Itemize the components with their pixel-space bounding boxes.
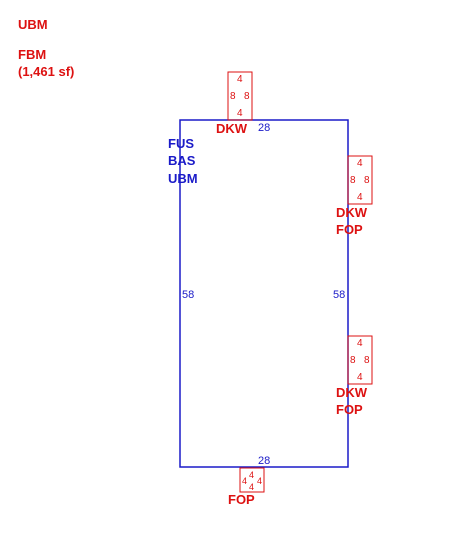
attachment-top-dim-left: 8 [230,91,236,102]
attachment-right-upper-box [347,155,373,205]
attachment-right-lower-dim-bottom: 4 [357,372,363,383]
dim-top: 28 [258,122,270,134]
attachment-bottom-dim-right: 4 [257,476,262,486]
attachment-right-lower-dim-top: 4 [357,338,363,349]
attachment-right-upper-label-2: FOP [336,222,363,237]
attachment-top-dim-right: 8 [244,91,250,102]
attachment-right-lower: 4 8 8 4 DKW FOP [336,335,373,417]
attachment-top-dim-top: 4 [237,74,243,85]
main-area-outline [179,119,349,468]
attachment-right-upper-label-1: DKW [336,205,368,220]
dim-bottom: 28 [258,455,270,467]
header-line-1: UBM [18,17,48,32]
attachment-bottom-label: FOP [228,492,255,507]
attachment-right-upper-dim-right: 8 [364,175,370,186]
attachment-right-upper-dim-top: 4 [357,158,363,169]
attachment-bottom-dim-top: 4 [249,470,254,480]
attachment-right-upper-dim-bottom: 4 [357,192,363,203]
area-label-ubm: UBM [168,171,198,186]
area-label-bas: BAS [168,153,196,168]
attachment-bottom: 4 4 4 4 FOP [228,467,265,507]
attachment-bottom-dim-left: 4 [242,476,247,486]
dim-left: 58 [182,289,194,301]
attachment-right-upper: 4 8 8 4 DKW FOP [336,155,373,237]
attachment-right-lower-box [347,335,373,385]
attachment-bottom-dim-bottom: 4 [249,482,254,492]
header-line-2: FBM [18,47,46,62]
dim-right: 58 [333,289,345,301]
attachment-top-box [227,71,253,121]
area-label-fus: FUS [168,136,194,151]
attachment-top-dim-bottom: 4 [237,108,243,119]
attachment-right-lower-label-1: DKW [336,385,368,400]
header-line-3: (1,461 sf) [18,64,74,79]
attachment-top-label: DKW [216,121,248,136]
attachment-right-lower-label-2: FOP [336,402,363,417]
attachment-right-lower-dim-right: 8 [364,355,370,366]
attachment-top: 4 8 8 4 DKW [216,71,253,136]
attachment-right-upper-dim-left: 8 [350,175,356,186]
attachment-right-lower-dim-left: 8 [350,355,356,366]
attachment-bottom-box [239,467,265,493]
